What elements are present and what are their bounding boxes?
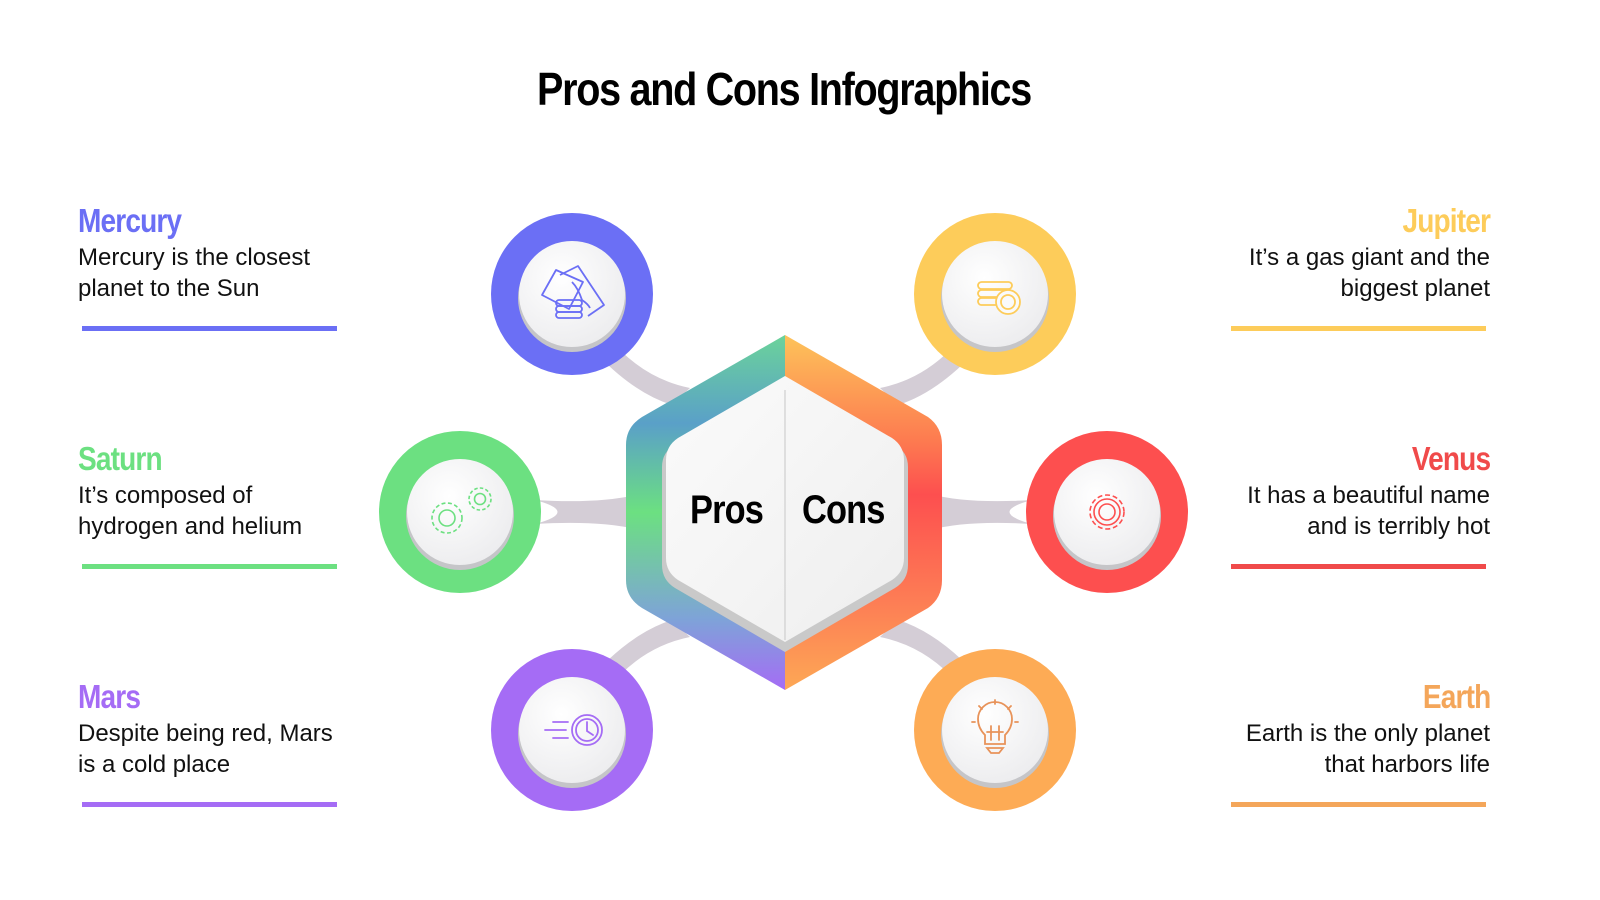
item-title: Mercury bbox=[78, 202, 182, 239]
item-title: Mars bbox=[78, 678, 141, 715]
coins-icon bbox=[977, 281, 1021, 315]
item-title: Venus bbox=[1411, 440, 1491, 477]
fast-clock-icon bbox=[544, 714, 603, 746]
description-line: planet to the Sun bbox=[78, 275, 260, 302]
item-title: Earth bbox=[1422, 678, 1491, 715]
connectors bbox=[535, 350, 1032, 675]
underline-bar bbox=[1231, 326, 1486, 331]
con-item-jupiter: Jupiter It’s a gas giant and the biggest… bbox=[1190, 202, 1491, 331]
item-description: Earth is the only planet that harbors li… bbox=[1190, 718, 1490, 780]
description-line: hydrogen and helium bbox=[78, 513, 303, 540]
page-title: Pros and Cons Infographics bbox=[536, 63, 1032, 115]
gear-icon bbox=[1089, 494, 1125, 530]
item-description: Despite being red, Mars is a cold place bbox=[78, 718, 378, 780]
description-line: It’s a gas giant and the bbox=[1248, 244, 1490, 271]
underline-bar bbox=[82, 802, 337, 807]
mercury-circle bbox=[491, 213, 653, 375]
cons-label: Cons bbox=[802, 488, 885, 532]
description-line: and is terribly hot bbox=[1307, 513, 1490, 540]
underline-bar bbox=[1231, 802, 1486, 807]
gears-icon bbox=[431, 487, 492, 534]
description-line: is a cold place bbox=[78, 751, 231, 778]
description-line: It’s composed of bbox=[78, 482, 253, 509]
venus-circle bbox=[1026, 431, 1188, 593]
underline-bar bbox=[82, 326, 337, 331]
money-icon bbox=[541, 265, 605, 319]
description-line: biggest planet bbox=[1340, 275, 1490, 302]
pros-label: Pros bbox=[690, 488, 764, 532]
pro-item-saturn: Saturn It’s composed of hydrogen and hel… bbox=[78, 440, 378, 569]
description-line: that harbors life bbox=[1324, 751, 1490, 778]
earth-circle bbox=[914, 649, 1076, 811]
con-item-venus: Venus It has a beautiful name and is ter… bbox=[1190, 440, 1491, 569]
item-title: Jupiter bbox=[1402, 202, 1490, 239]
item-description: It’s a gas giant and the biggest planet bbox=[1190, 242, 1490, 304]
description-line: Mercury is the closest bbox=[78, 244, 311, 271]
pro-item-mercury: Mercury Mercury is the closest planet to… bbox=[78, 202, 378, 331]
underline-bar bbox=[1231, 564, 1486, 569]
item-description: Mercury is the closest planet to the Sun bbox=[78, 242, 378, 304]
lightbulb-icon bbox=[971, 699, 1019, 754]
con-item-earth: Earth Earth is the only planet that harb… bbox=[1190, 678, 1491, 807]
description-line: Despite being red, Mars bbox=[78, 720, 333, 747]
item-title: Saturn bbox=[78, 440, 163, 477]
underline-bar bbox=[82, 564, 337, 569]
item-description: It’s composed of hydrogen and helium bbox=[78, 480, 378, 542]
description-line: It has a beautiful name bbox=[1247, 482, 1490, 509]
pro-item-mars: Mars Despite being red, Mars is a cold p… bbox=[78, 678, 378, 807]
item-description: It has a beautiful name and is terribly … bbox=[1190, 480, 1490, 542]
jupiter-circle bbox=[914, 213, 1076, 375]
description-line: Earth is the only planet bbox=[1245, 720, 1490, 747]
